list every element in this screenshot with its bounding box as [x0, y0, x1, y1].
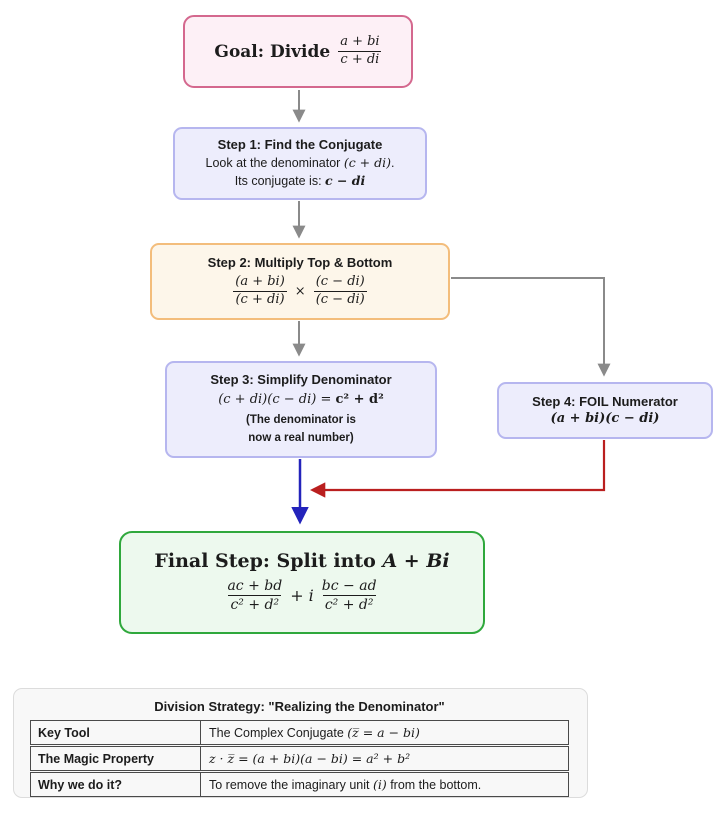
- strategy-row-value-math: (i): [372, 777, 387, 792]
- strategy-row-value-math: z · z̅ = (a + bi)(a − bi) = a² + b²: [209, 751, 411, 766]
- goal-fraction-numerator: a + bi: [340, 34, 380, 50]
- step2-fraction2-denominator: (c − di): [313, 291, 367, 308]
- node-step2: Step 2: Multiply Top & Bottom (a + bi) (…: [150, 243, 450, 320]
- final-fraction2-denominator: c² + d²: [322, 595, 376, 614]
- step3-note-line2: now a real number): [248, 431, 354, 444]
- strategy-panel: Division Strategy: "Realizing the Denomi…: [13, 688, 588, 798]
- step2-fraction2-numerator: (c − di): [315, 274, 365, 290]
- strategy-row-key: The Magic Property: [31, 747, 201, 770]
- step1-line2: Its conjugate is: c − di: [235, 172, 366, 191]
- strategy-row-key: Why we do it?: [31, 773, 201, 796]
- strategy-title: Division Strategy: "Realizing the Denomi…: [154, 699, 445, 714]
- final-fraction2: bc − ad c² + d²: [320, 577, 379, 614]
- arrow-step2-to-step4: [451, 277, 611, 377]
- step1-line2-math: c − di: [325, 173, 366, 189]
- final-fraction1-numerator: ac + bd: [227, 578, 283, 595]
- strategy-row-value-text: The Complex Conjugate: [209, 725, 348, 740]
- strategy-row-value-math: (z̅ = a − bi): [347, 725, 420, 740]
- step2-fraction2: (c − di) (c − di): [313, 274, 367, 309]
- step1-title: Step 1: Find the Conjugate: [217, 137, 383, 153]
- node-final: Final Step: Split into A + Bi ac + bd c²…: [119, 531, 485, 634]
- table-row: Why we do it? To remove the imaginary un…: [30, 772, 569, 797]
- node-step3: Step 3: Simplify Denominator (c + di)(c …: [165, 361, 437, 458]
- step1-line1-text: Look at the denominator: [205, 155, 344, 170]
- final-title-math: A + Bi: [382, 550, 450, 573]
- final-title-text: Final Step: Split into: [154, 550, 383, 573]
- step2-fraction1: (a + bi) (c + di): [233, 274, 287, 309]
- node-step4: Step 4: FOIL Numerator (a + bi)(c − di): [497, 382, 713, 439]
- step4-title: Step 4: FOIL Numerator: [532, 393, 678, 409]
- node-goal: Goal: Divide a + bi c + di: [183, 15, 413, 88]
- node-step1: Step 1: Find the Conjugate Look at the d…: [173, 127, 427, 200]
- final-title: Final Step: Split into A + Bi: [154, 550, 449, 573]
- final-fraction1-denominator: c² + d²: [228, 595, 282, 614]
- multiply-sign: ×: [294, 284, 306, 300]
- goal-fraction-denominator: c + di: [338, 51, 382, 67]
- step1-line2-text: Its conjugate is:: [234, 174, 326, 189]
- step1-line1: Look at the denominator (c + di).: [206, 154, 395, 173]
- final-equation: ac + bd c² + d² + i bc − ad c² + d²: [225, 577, 378, 614]
- step3-equation-right: c² + d²: [335, 391, 384, 407]
- goal-line: Goal: Divide a + bi c + di: [214, 34, 382, 69]
- step3-note-line1: (The denominator is: [246, 414, 356, 427]
- step1-line1-math: (c + di): [343, 154, 391, 170]
- step4-expression: (a + bi)(c − di): [550, 411, 660, 427]
- table-row: The Magic Property z · z̅ = (a + bi)(a −…: [30, 746, 569, 771]
- step2-fraction1-denominator: (c + di): [233, 291, 287, 308]
- goal-fraction: a + bi c + di: [338, 34, 382, 69]
- strategy-row-value-post: from the bottom.: [386, 777, 482, 792]
- step3-title: Step 3: Simplify Denominator: [210, 372, 392, 388]
- step3-equation: (c + di)(c − di) = c² + d²: [218, 390, 384, 409]
- step2-fraction1-numerator: (a + bi): [235, 274, 285, 290]
- strategy-row-value: The Complex Conjugate (z̅ = a − bi): [201, 721, 420, 744]
- final-fraction1: ac + bd c² + d²: [225, 577, 284, 614]
- strategy-row-value-text: To remove the imaginary unit: [209, 777, 373, 792]
- final-fraction2-numerator: bc − ad: [321, 578, 377, 595]
- step3-equation-left: (c + di)(c − di) =: [218, 391, 336, 407]
- plus-i-term: + i: [290, 586, 314, 606]
- step3-note: (The denominator is now a real number): [246, 412, 356, 448]
- strategy-row-value: To remove the imaginary unit (i) from th…: [201, 773, 481, 796]
- step2-title: Step 2: Multiply Top & Bottom: [207, 254, 393, 270]
- step1-line1-period: .: [391, 155, 395, 170]
- step2-equation: (a + bi) (c + di) × (c − di) (c − di): [233, 274, 367, 309]
- table-row: Key Tool The Complex Conjugate (z̅ = a −…: [30, 720, 569, 745]
- strategy-row-value: z · z̅ = (a + bi)(a − bi) = a² + b²: [201, 747, 410, 770]
- goal-label: Goal: Divide: [214, 41, 331, 62]
- strategy-row-key: Key Tool: [31, 721, 201, 744]
